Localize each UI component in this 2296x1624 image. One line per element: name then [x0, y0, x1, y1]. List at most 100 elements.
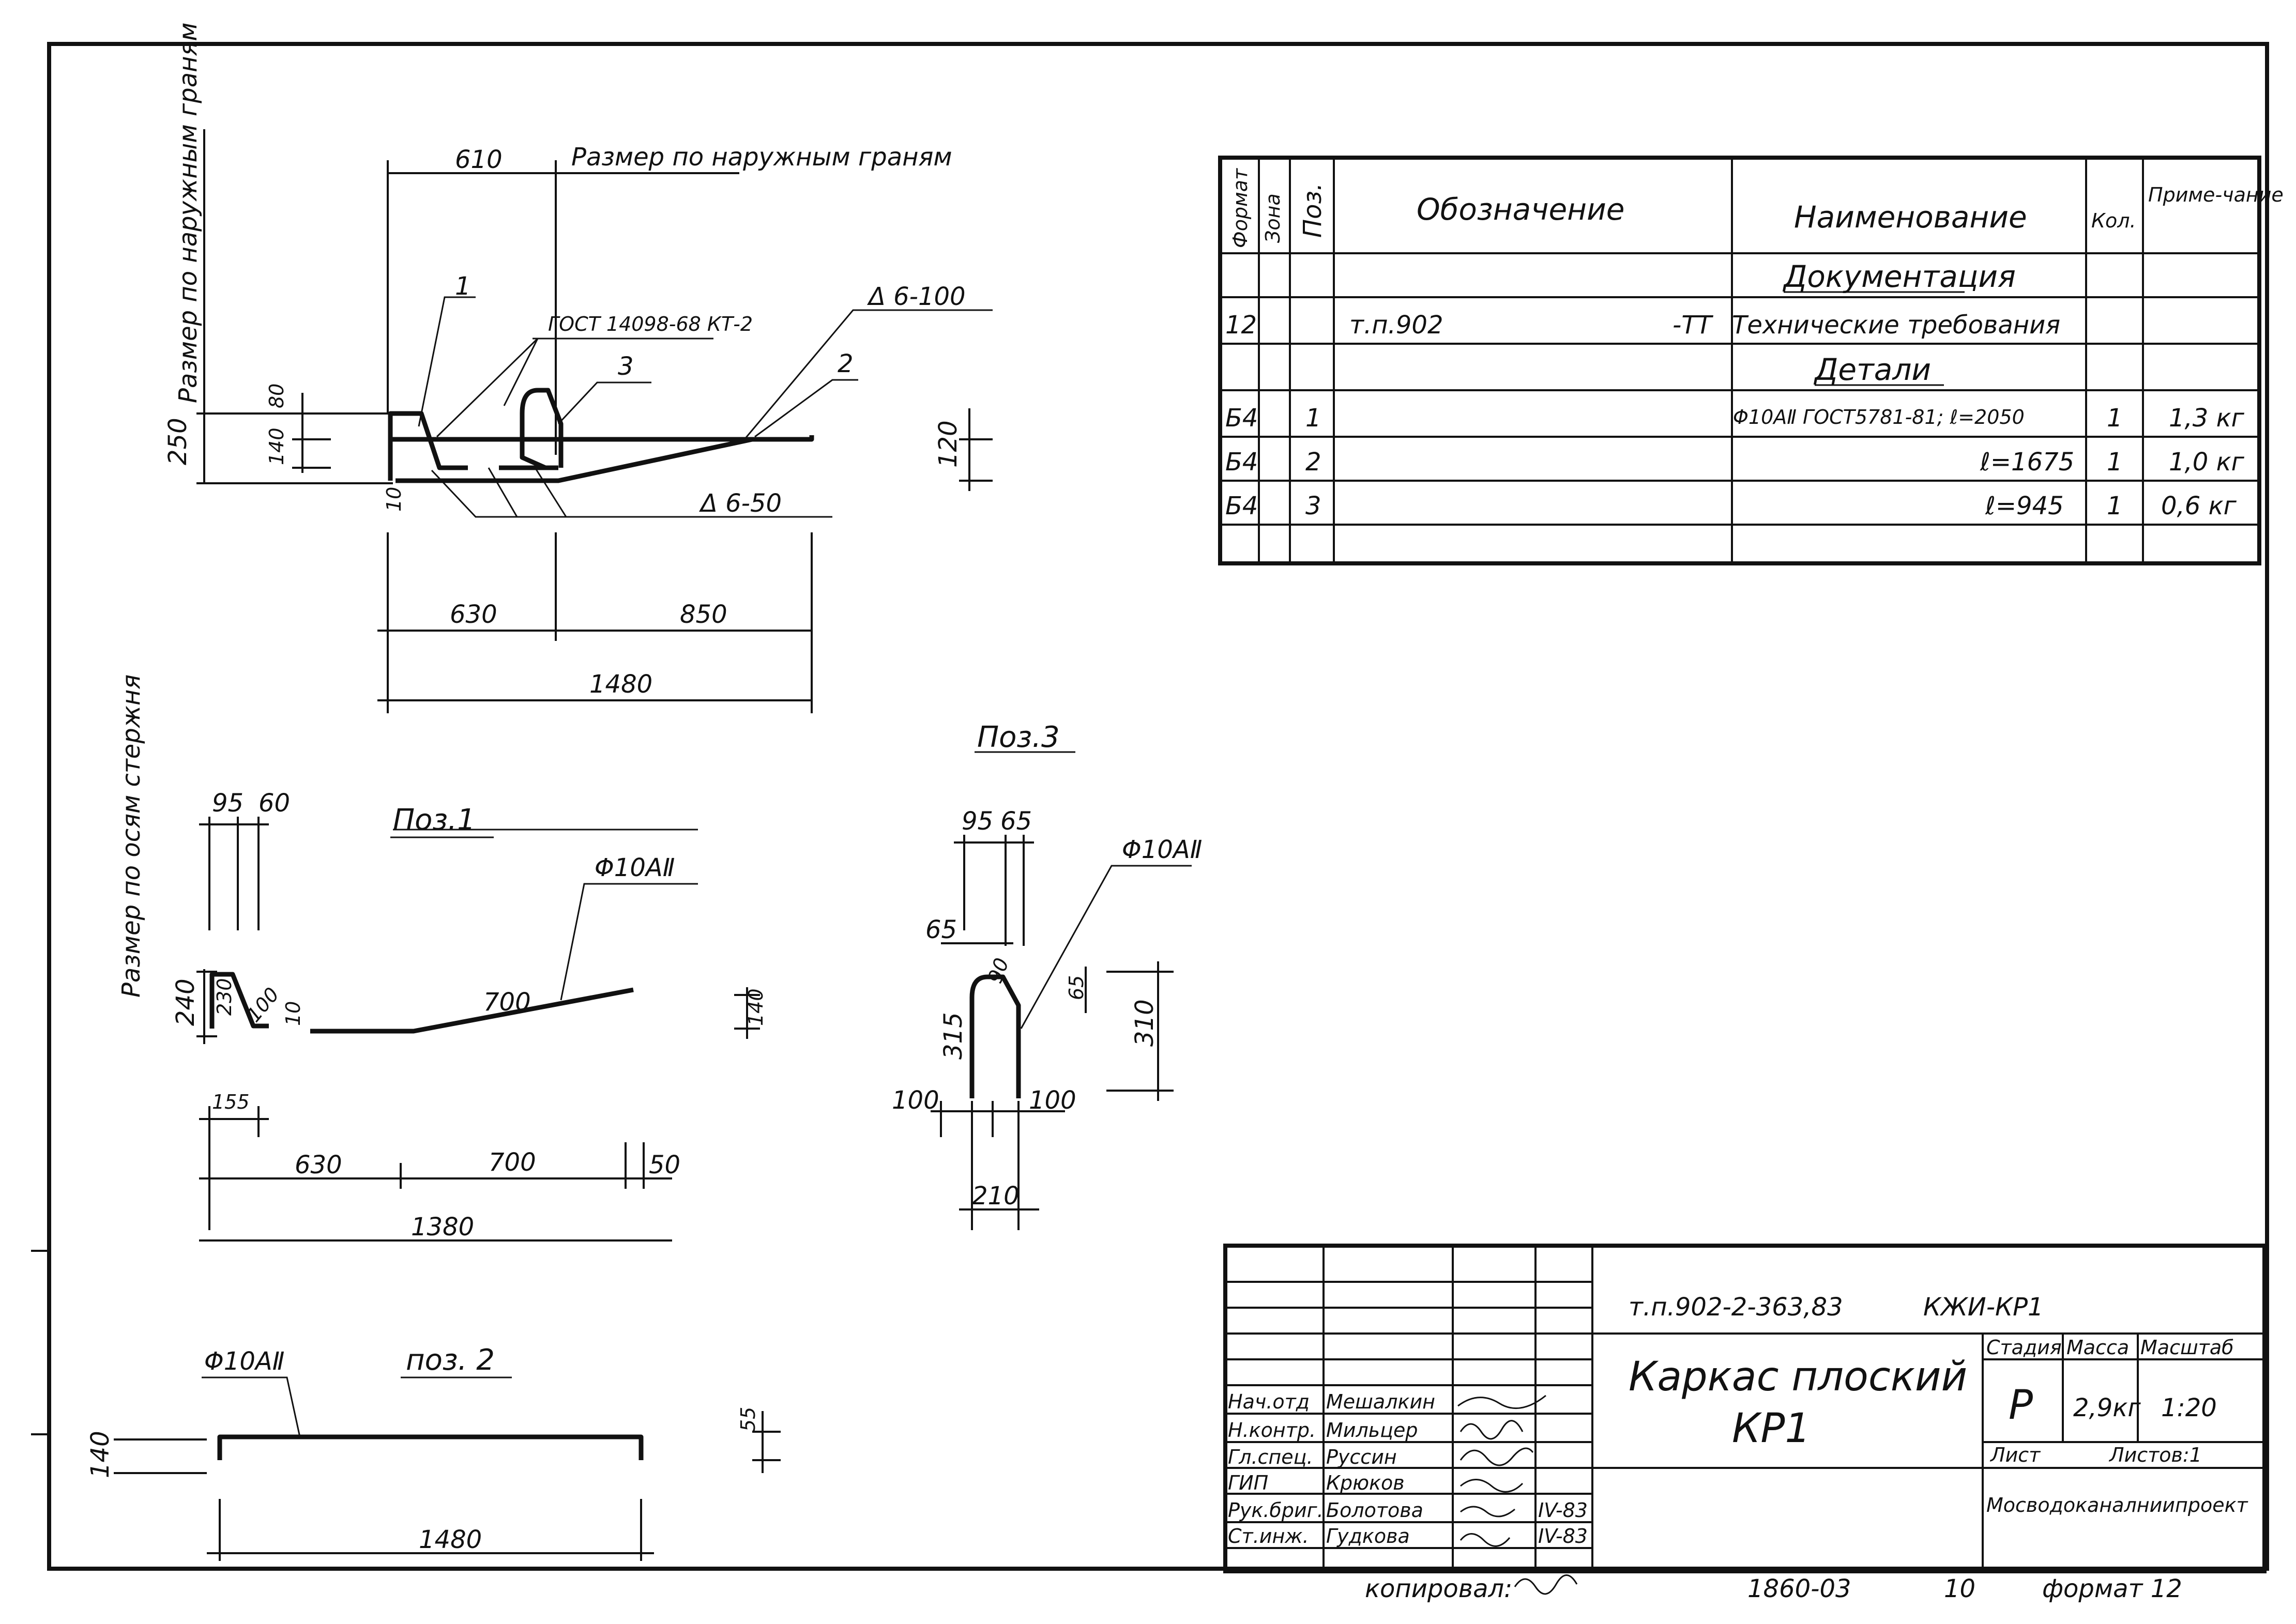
dim-label: 120 [934, 420, 963, 468]
dim-610 [387, 160, 557, 455]
pos2-view: Φ10АⅡ поз. 2 140 55 1480 [86, 1343, 781, 1561]
tb-role: Н.контр. [1228, 1419, 1316, 1442]
dim-label: 700 [483, 988, 531, 1017]
pos3-bar-shape [969, 974, 1021, 1098]
dim-label: 90 [983, 955, 1013, 986]
footer-number: 1860-03 [1747, 1574, 1851, 1603]
dim-label: 80 [265, 384, 288, 408]
row-pos: 2 [1305, 448, 1321, 477]
section-parts: Детали [1813, 352, 1931, 387]
tb-person: Гудкова [1326, 1525, 1410, 1548]
pos1-title: Поз.1 [393, 803, 476, 837]
pos2-bar-label: Φ10АⅡ [204, 1347, 284, 1376]
header-pos: Поз. [1298, 183, 1327, 238]
tb-sheet-label: Лист [1989, 1444, 2041, 1466]
row-note: 0,6 кг [2161, 492, 2237, 520]
weld-note-top: Δ 6-100 [866, 282, 966, 311]
pos3-dims-310-65 [1085, 961, 1174, 1101]
dim-label: 140 [744, 988, 767, 1026]
row-qty: 1 [2107, 404, 2123, 433]
row-name: ℓ=945 [1985, 492, 2064, 520]
dim-label: 65 [1000, 807, 1032, 836]
dim-label: 140 [265, 427, 288, 465]
dim-label: 55 [737, 1407, 759, 1432]
row-format: Б4 [1225, 404, 1258, 433]
bar-axes-note: Размер по осям стержня [117, 675, 146, 998]
drawing-frame [47, 42, 2269, 1571]
dim-label: 65 [1065, 975, 1088, 1000]
pos3-title: Поз.3 [977, 721, 1060, 754]
callout-label: 3 [618, 352, 634, 381]
copier-signature [1514, 1574, 1578, 1595]
dim-label: 10 [383, 487, 405, 512]
dim-label: 250 [163, 418, 192, 465]
main-view: 610 Размер по наружным граням 250 80 140… [163, 22, 993, 713]
pos1-bar-shape [209, 972, 634, 1034]
tb-left-columns [1322, 1246, 1593, 1571]
tb-role: Гл.спец. [1228, 1446, 1313, 1468]
header-note: Приме-чание [2148, 183, 2284, 206]
callout-label: 2 [838, 349, 854, 378]
dim-label: 95 [962, 807, 993, 836]
tb-person: Болотова [1326, 1499, 1423, 1522]
header-designation: Обозначение [1417, 192, 1624, 227]
tb-title-line1: Каркас плоский [1629, 1354, 1967, 1400]
footer-copied: копировал: [1365, 1574, 1512, 1603]
dim-label: 100 [892, 1086, 939, 1115]
row-designation-suffix: -ТТ [1672, 311, 1714, 340]
dim-120 [959, 408, 993, 491]
pos3-dims-bottom [931, 1101, 1065, 1230]
tb-stage-label: Стадия [1986, 1336, 2062, 1359]
pos2-dim-55 [752, 1411, 781, 1473]
pos2-title: поз. 2 [406, 1343, 495, 1377]
weld-note-bottom: Δ 6-50 [698, 489, 782, 518]
callout-3-leader [557, 381, 651, 425]
pos3-dims-95-65 [954, 835, 1034, 946]
tb-code: т.п.902-2-363,83 [1629, 1293, 1843, 1322]
dim-label: 850 [680, 600, 727, 629]
weld-top-leader [743, 309, 993, 440]
pos1-bar-label: Φ10АⅡ [595, 853, 675, 882]
footer: копировал: 1860-03 10 формат 12 [1365, 1574, 2182, 1603]
dim-label: 1480 [419, 1525, 482, 1554]
footer-sheet-no: 10 [1944, 1574, 1975, 1603]
tb-sheets-label: Листов:1 [2108, 1444, 2202, 1466]
callout-label: 1 [455, 272, 471, 301]
header-format: Формат [1229, 167, 1252, 248]
row-format: Б4 [1225, 448, 1258, 477]
spec-table: Формат Зона Поз. Обозначение Наименовани… [1218, 156, 2284, 565]
pos1-dims-bottom [199, 1106, 672, 1242]
dim-label: 95 [212, 789, 244, 818]
row-format: Б4 [1225, 492, 1258, 520]
row-name: Технические требования [1732, 311, 2060, 340]
dim-label: 315 [939, 1012, 968, 1060]
outer-face-note: Размер по наружным граням [571, 143, 952, 172]
edge-ticks [31, 1250, 49, 1435]
pos1-dim-140 [734, 987, 760, 1039]
dim-label: 630 [295, 1151, 342, 1179]
row-qty: 1 [2107, 448, 2123, 477]
tb-person: Руссин [1326, 1446, 1397, 1468]
spec-table-rows [1220, 252, 2259, 526]
dim-label: 60 [259, 789, 290, 818]
dim-label: 100 [1029, 1086, 1076, 1115]
dims-250-80-140 [196, 393, 393, 484]
tb-date: IV-83 [1538, 1525, 1588, 1548]
tb-role: Ст.инж. [1228, 1525, 1309, 1548]
tb-person: Мешалкин [1326, 1390, 1435, 1413]
bar-pos1-pos3-shape [388, 388, 564, 481]
weld-leaders [431, 467, 832, 518]
tb-person: Крюков [1326, 1472, 1405, 1494]
row-designation: т.п.902 [1349, 311, 1443, 340]
callout-2-leader [754, 379, 858, 438]
row-pos: 3 [1305, 492, 1321, 520]
dim-label: 50 [649, 1151, 680, 1179]
pos3-bar-label: Φ10АⅡ [1122, 835, 1202, 864]
header-qty: Кол. [2091, 209, 2136, 232]
dim-label: 310 [1130, 999, 1159, 1047]
dim-label: 1480 [589, 670, 652, 699]
gost-note: ГОСТ 14098-68 КТ-2 [548, 313, 753, 335]
pos3-bar-leader [1020, 865, 1192, 1029]
pos3-view: Поз.3 Φ10АⅡ 95 65 65 90 65 315 310 100 1… [892, 721, 1202, 1230]
